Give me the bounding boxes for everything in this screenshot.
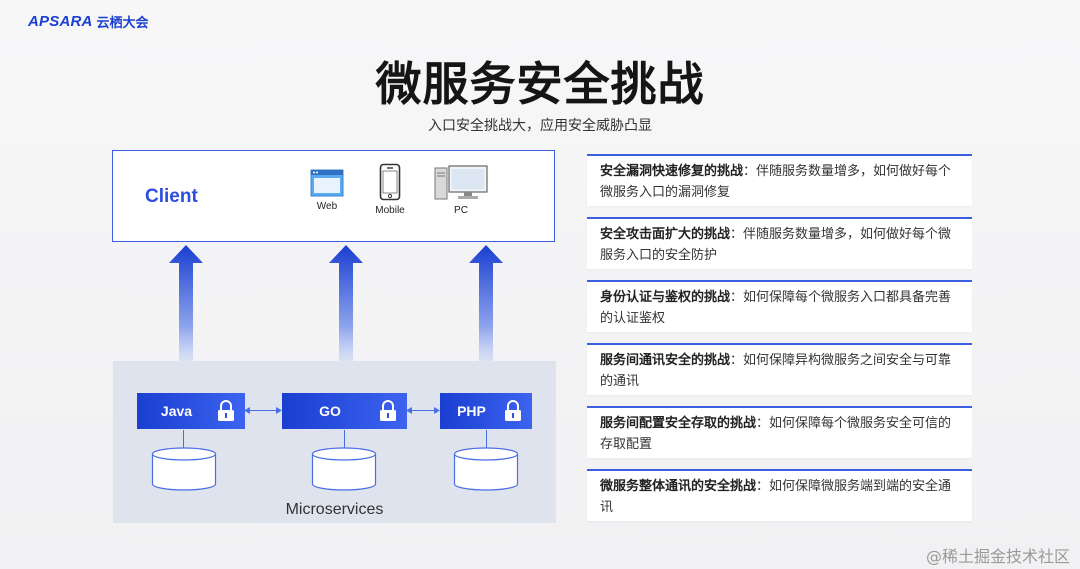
service-php-label: PHP (457, 403, 486, 419)
arrowhead-left (244, 407, 250, 414)
challenge-title: 微服务整体通讯的安全挑战 (600, 479, 757, 494)
browser-window-icon (310, 169, 344, 197)
challenge-title: 服务间通讯安全的挑战 (600, 353, 731, 368)
service-java: Java (137, 393, 245, 429)
database-icon (151, 447, 217, 491)
connector-go-php (408, 410, 438, 411)
challenge-card: 微服务整体通讯的安全挑战：如何保障微服务端到端的安全通讯 (587, 469, 972, 521)
client-label: Client (145, 186, 198, 207)
service-go: GO (282, 393, 407, 429)
device-pc-label: PC (454, 205, 468, 216)
challenge-desc: ：如何保障每个微服务入口都具备完善的认证鉴权 (600, 290, 952, 326)
challenge-title: 服务间配置安全存取的挑战 (600, 416, 757, 431)
connector-java-go (246, 410, 280, 411)
challenge-card: 服务间通讯安全的挑战：如何保障异构微服务之间安全与可靠的通讯 (587, 343, 972, 395)
lock-icon (218, 400, 234, 421)
db-connector-java (183, 430, 184, 448)
arrow-up-java (169, 245, 203, 393)
microservices-label: Microservices (285, 501, 384, 518)
microservices-panel: Microservices (113, 361, 556, 523)
device-web: Web (297, 169, 357, 212)
logo-name: 云栖大会 (96, 16, 149, 31)
lock-icon (380, 400, 396, 421)
db-connector-go (344, 430, 345, 448)
service-php: PHP (440, 393, 532, 429)
arrow-up-php (469, 245, 503, 393)
database-icon (311, 447, 377, 491)
challenge-desc: ：如何保障每个微服务安全可信的存取配置 (600, 416, 952, 452)
challenge-card: 安全漏洞快速修复的挑战：伴随服务数量增多，如何做好每个微服务入口的漏洞修复 (587, 154, 972, 206)
arrow-up-go (329, 245, 363, 393)
page-title: 微服务安全挑战 (375, 57, 705, 111)
challenge-card: 服务间配置安全存取的挑战：如何保障每个微服务安全可信的存取配置 (587, 406, 972, 458)
page-subtitle: 入口安全挑战大，应用安全威胁凸显 (428, 118, 652, 134)
lock-icon (505, 400, 521, 421)
device-web-label: Web (316, 201, 338, 212)
desktop-pc-icon (434, 165, 488, 200)
challenge-card: 身份认证与鉴权的挑战：如何保障每个微服务入口都具备完善的认证鉴权 (587, 280, 972, 332)
challenge-title: 身份认证与鉴权的挑战 (600, 290, 731, 305)
device-pc: PC (431, 165, 491, 216)
device-mobile-label: Mobile (375, 205, 405, 216)
arrowhead-left (406, 407, 412, 414)
challenge-desc: ：如何保障微服务端到端的安全通讯 (600, 479, 952, 515)
apsara-logo: APSARA 云栖大会 (28, 12, 149, 31)
client-box: Client Web Mobile PC (112, 150, 555, 242)
database-icon (453, 447, 519, 491)
mobile-phone-icon (379, 163, 401, 201)
service-go-label: GO (319, 403, 341, 419)
challenge-desc: ：如何保障异构微服务之间安全与可靠的通讯 (600, 353, 952, 389)
challenge-desc: ：伴随服务数量增多，如何做好每个微服务入口的漏洞修复 (600, 164, 952, 200)
watermark: @稀土掘金技术社区 (925, 547, 1070, 566)
arrowhead-right (276, 407, 282, 414)
challenge-title: 安全攻击面扩大的挑战 (600, 227, 731, 242)
logo-brand: APSARA (28, 13, 93, 30)
device-mobile: Mobile (360, 163, 420, 216)
arrowhead-right (434, 407, 440, 414)
challenge-card: 安全攻击面扩大的挑战：伴随服务数量增多，如何做好每个微服务入口的安全防护 (587, 217, 972, 269)
challenge-title: 安全漏洞快速修复的挑战 (600, 164, 744, 179)
db-connector-php (486, 430, 487, 448)
challenge-desc: ：伴随服务数量增多，如何做好每个微服务入口的安全防护 (600, 227, 952, 263)
service-java-label: Java (160, 403, 193, 419)
